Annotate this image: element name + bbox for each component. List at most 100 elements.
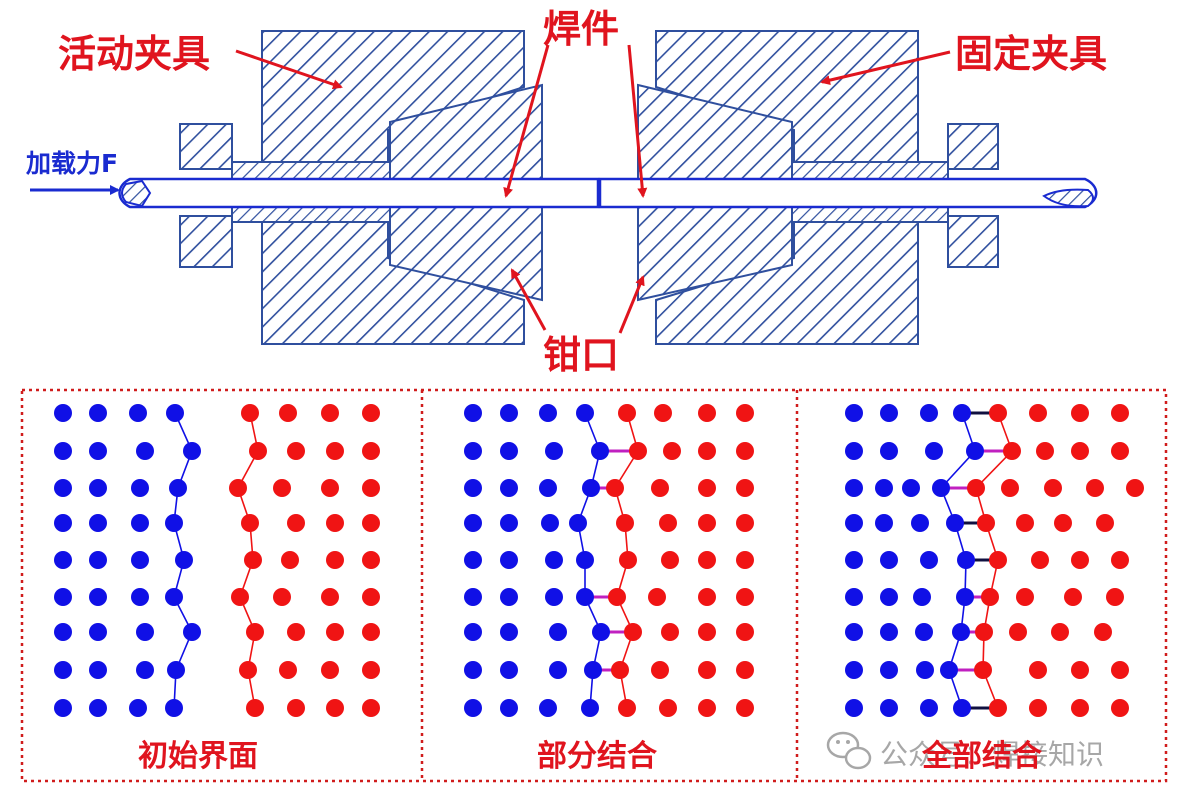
red-atom [287, 623, 305, 641]
blue-atom [845, 623, 863, 641]
red-atom [989, 404, 1007, 422]
blue-atom [953, 404, 971, 422]
blue-atom [500, 442, 518, 460]
panel-full-bonding [845, 404, 1144, 717]
red-atom [1111, 551, 1129, 569]
fixture-cross-section [118, 30, 1098, 345]
blue-atom [940, 661, 958, 679]
red-atom [651, 661, 669, 679]
right-sleeve-top [791, 161, 949, 180]
blue-atom [89, 623, 107, 641]
red-atom [362, 442, 380, 460]
blue-atom [166, 404, 184, 422]
red-atom [1111, 661, 1129, 679]
right-sleeve-bottom [791, 206, 949, 223]
red-atom [1064, 588, 1082, 606]
red-atom [736, 588, 754, 606]
red-atom [736, 623, 754, 641]
blue-atom [845, 514, 863, 532]
red-atom [698, 661, 716, 679]
red-atom [698, 588, 716, 606]
blue-atom [845, 551, 863, 569]
moving-fixture-arrow [235, 49, 343, 90]
right-bar-end-cap [1042, 188, 1094, 208]
red-atom [1009, 623, 1027, 641]
red-atom [1071, 699, 1089, 717]
panel-caption-full: 全部结合 [921, 739, 1042, 774]
blue-atom [913, 588, 931, 606]
right-flange-top [947, 123, 999, 170]
red-atom [989, 551, 1007, 569]
blue-atom [165, 588, 183, 606]
blue-atom [500, 623, 518, 641]
red-atom [1094, 623, 1112, 641]
red-atom [326, 699, 344, 717]
blue-atom [464, 404, 482, 422]
red-atom [241, 404, 259, 422]
red-atom [321, 661, 339, 679]
red-atom [229, 479, 247, 497]
blue-atom [131, 479, 149, 497]
red-atom [698, 479, 716, 497]
blue-atom [89, 442, 107, 460]
blue-atom [89, 699, 107, 717]
red-atom [1071, 551, 1089, 569]
red-atom [736, 442, 754, 460]
red-atom [975, 623, 993, 641]
red-atom [1016, 514, 1034, 532]
red-atom [244, 551, 262, 569]
red-atom [1071, 404, 1089, 422]
jaw-label: 钳口 [543, 333, 619, 377]
blue-atom [845, 442, 863, 460]
blue-atom [569, 514, 587, 532]
red-atom [977, 514, 995, 532]
blue-atom [875, 514, 893, 532]
blue-atom [576, 551, 594, 569]
left-bar-end-cap [121, 179, 152, 208]
blue-atom [549, 623, 567, 641]
panel-caption-initial: 初始界面 [138, 739, 258, 774]
red-atom [1111, 404, 1129, 422]
red-atom [273, 588, 291, 606]
red-atom [611, 661, 629, 679]
red-atom [1003, 442, 1021, 460]
red-atom [736, 661, 754, 679]
blue-atom [167, 661, 185, 679]
red-atom [241, 514, 259, 532]
left-sleeve-top [231, 161, 391, 180]
red-atom [1071, 661, 1089, 679]
blue-atom [165, 514, 183, 532]
red-atom [1071, 442, 1089, 460]
red-atom [326, 514, 344, 532]
blue-atom [464, 699, 482, 717]
blue-atom [500, 588, 518, 606]
blue-atom [500, 699, 518, 717]
red-atom [989, 699, 1007, 717]
red-atom [736, 479, 754, 497]
blue-atom [54, 404, 72, 422]
blue-atom [902, 479, 920, 497]
fixed-fixture-arrow [820, 50, 951, 86]
panel-initial-interface [54, 404, 380, 717]
red-atom [1096, 514, 1114, 532]
blue-atom [582, 479, 600, 497]
red-atom [1029, 699, 1047, 717]
blue-atom [89, 404, 107, 422]
red-atom [1001, 479, 1019, 497]
blue-atom [581, 699, 599, 717]
blue-atom [845, 699, 863, 717]
panels-frame [20, 388, 1168, 783]
blue-atom [541, 514, 559, 532]
blue-atom [131, 551, 149, 569]
blue-atom [500, 479, 518, 497]
red-atom [654, 404, 672, 422]
red-atom [736, 551, 754, 569]
moving-fixture-block-top [261, 30, 525, 163]
blue-atom [183, 623, 201, 641]
red-atom [648, 588, 666, 606]
blue-atom [500, 514, 518, 532]
blue-atom [576, 588, 594, 606]
blue-atom [925, 442, 943, 460]
blue-atom [952, 623, 970, 641]
